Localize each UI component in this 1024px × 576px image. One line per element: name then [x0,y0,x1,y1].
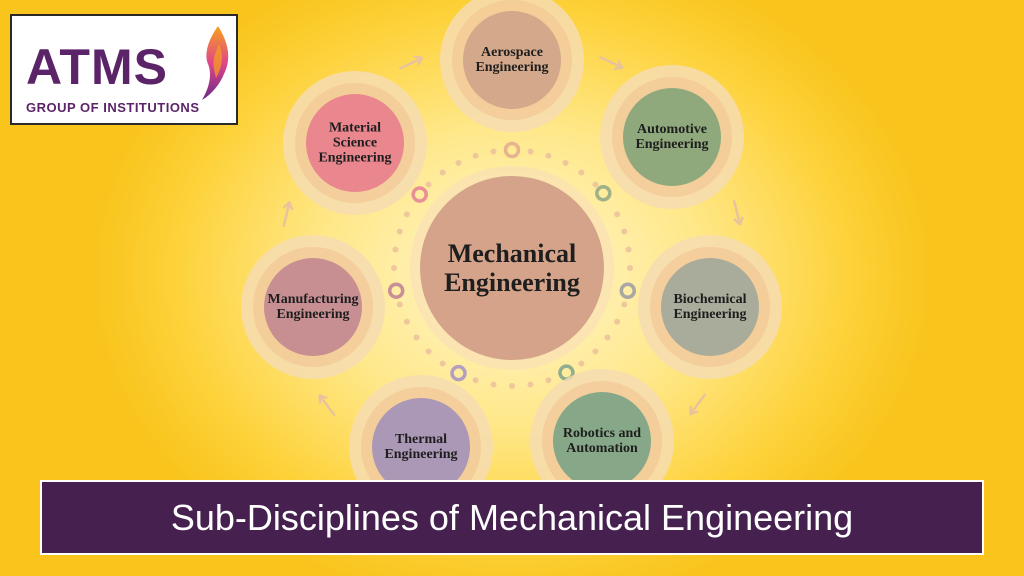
ring-dot [604,334,611,341]
ring-dot [627,265,633,271]
node-circle [372,398,470,496]
ring-dot [527,148,534,155]
logo: ATMS GROUP OF INSTITUTIONS [10,14,238,125]
decor-ring [619,282,637,300]
logo-wordmark: ATMS [26,39,168,95]
arrowhead-icon [733,216,744,226]
ring-dot [490,148,497,155]
connector-arrow [318,394,336,416]
slide-title: Sub-Disciplines of Mechanical Engineerin… [170,496,854,538]
ring-dot [396,301,403,308]
ring-dot [578,169,585,176]
ring-dot [413,334,420,341]
center-label: Mechanical Engineering [444,239,580,297]
ring-dot [578,360,585,367]
ring-dot [396,228,403,235]
node-label: Material Science Engineering [318,120,392,166]
flame-icon [202,26,229,100]
center-circle [420,176,604,360]
node-label: Thermal Engineering [384,432,458,462]
connector-arrow [689,393,707,416]
ring-dot [545,377,552,384]
ring-dot [592,348,599,355]
node-label: Automotive Engineering [635,122,709,152]
arrowhead-icon [318,394,328,404]
connector-arrow [732,199,742,226]
ring-dot [614,211,621,218]
node-circle [463,11,561,109]
ring-dot [621,301,628,308]
ring-dot [472,152,479,159]
node-label: Aerospace Engineering [475,45,549,75]
node-label: Manufacturing Engineering [267,292,359,322]
ring-dot [425,181,432,188]
ring-dot [545,152,552,159]
ring-dot [392,246,399,253]
decor-ring [595,184,612,202]
decor-ring [450,364,467,382]
ring-dot [403,318,410,325]
connector-arrow [399,56,424,70]
node-label: Biochemical Engineering [673,292,747,322]
node-circle [623,88,721,186]
connector-arrow [282,201,291,227]
ring-dot [472,377,479,384]
title-banner: Sub-Disciplines of Mechanical Engineerin… [40,480,984,555]
arrowhead-icon [689,405,699,416]
ring-dot [509,383,515,389]
arrowhead-icon [613,60,624,71]
node-circle [264,258,362,356]
arrowhead-icon [283,201,294,211]
arrowhead-icon [413,55,424,66]
ring-dot [439,169,446,176]
node-circle [661,258,759,356]
ring-dot [625,246,632,253]
ring-dot [403,211,410,218]
ring-dot [592,181,599,188]
connector-arrow [599,56,624,69]
ring-dot [527,381,534,388]
decor-ring [503,141,521,159]
ring-dot [439,360,446,367]
node-label: Robotics and Automation [562,426,642,456]
ring-dot [455,159,462,166]
ring-dot [425,348,432,355]
ring-dot [621,228,628,235]
logo-subtitle: GROUP OF INSTITUTIONS [26,100,200,115]
node-circle [306,94,404,192]
decor-ring [387,282,405,299]
ring-dot [391,265,397,271]
node-circle [553,392,651,490]
ring-dot [490,381,497,388]
decor-ring [411,186,428,203]
ring-dot [562,159,569,166]
ring-dot [614,318,621,325]
